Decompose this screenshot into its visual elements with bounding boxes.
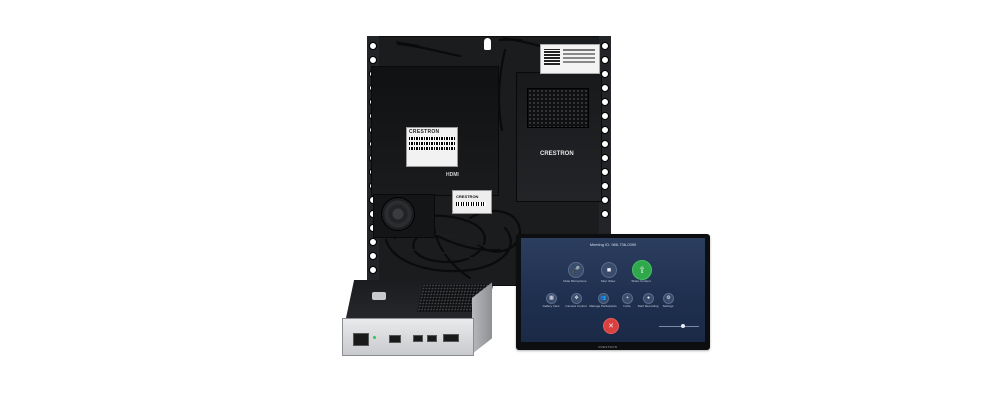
device-label-brand: CRESTRON [456, 194, 479, 199]
mount-hole [369, 42, 377, 50]
record-icon: ● [646, 295, 651, 301]
gear-icon: ⚙ [666, 295, 671, 301]
barcode [409, 142, 455, 145]
video-camera-icon: ■ [606, 266, 612, 274]
qr-code-icon [544, 49, 560, 65]
mount-hole [601, 210, 609, 218]
mount-hole [369, 252, 377, 260]
camera-caption: Camera Control [565, 304, 587, 308]
plate-right-rail [599, 36, 611, 286]
gallery-caption: Gallery View [542, 304, 560, 308]
mount-hole [369, 266, 377, 274]
av-bridge-front-panel [342, 318, 474, 356]
camera-move-icon: ✥ [574, 295, 579, 301]
barcode [456, 202, 486, 206]
pc-spec-label: CRESTRON [406, 127, 458, 167]
microphone-button[interactable]: 🎤 [568, 262, 584, 278]
invite-button[interactable]: + [622, 293, 633, 304]
share-caption: Share Content [631, 279, 651, 283]
volume-slider-knob[interactable] [681, 324, 685, 328]
grid-icon: ▦ [549, 295, 554, 301]
camera-control-button[interactable]: ✥ [571, 293, 582, 304]
mount-hole [601, 56, 609, 64]
usb-c-port[interactable] [413, 335, 423, 342]
brand-logo-icon [372, 292, 386, 300]
participants-button[interactable]: 👥 [598, 293, 609, 304]
usb-port[interactable] [389, 335, 401, 343]
record-caption: Start Recording [637, 304, 659, 308]
device-label: CRESTRON [452, 190, 492, 214]
record-button[interactable]: ● [643, 293, 654, 304]
meeting-id-text: Meeting ID: 986-736-0390 [589, 242, 637, 247]
label-text-lines [563, 49, 595, 51]
status-led [373, 336, 376, 339]
pc-label-brand: CRESTRON [409, 129, 440, 135]
microphone-caption: Mute Microphone [563, 279, 587, 283]
end-meeting-button[interactable]: ✕ [603, 318, 619, 334]
fan-icon [381, 197, 415, 231]
gallery-view-button[interactable]: ▦ [546, 293, 557, 304]
barcode [409, 137, 455, 140]
microphone-icon: 🎤 [571, 266, 581, 274]
keyhole [484, 38, 491, 50]
settings-button[interactable]: ⚙ [663, 293, 674, 304]
video-caption: Stop Video [600, 279, 616, 283]
participants-icon: 👥 [600, 295, 607, 301]
participants-caption: Manage Participants [589, 304, 617, 308]
plus-icon: + [626, 295, 629, 301]
hdmi-port[interactable] [443, 334, 459, 342]
mount-hole [601, 42, 609, 50]
touch-screen: Meeting ID: 986-736-0390 🎤 Mute Micropho… [521, 238, 705, 342]
speaker-grill [527, 88, 589, 128]
panel-brand-logo: CRESTRON [598, 345, 618, 349]
invite-caption: Invite [623, 304, 631, 308]
pc-port-label: HDMI [446, 172, 459, 178]
settings-caption: Settings [662, 304, 674, 308]
close-icon: ✕ [608, 322, 614, 330]
video-button[interactable]: ■ [601, 262, 617, 278]
barcode [409, 147, 455, 150]
volume-slider[interactable] [659, 326, 699, 327]
ethernet-port[interactable] [353, 333, 369, 346]
module-brand-logo: CRESTRON [540, 151, 574, 157]
mount-hole [369, 56, 377, 64]
share-icon: ⇪ [638, 264, 646, 275]
share-button[interactable]: ⇪ [632, 260, 652, 280]
qr-code-label [540, 44, 600, 74]
mount-hole [369, 238, 377, 246]
usb-c-port[interactable] [427, 335, 437, 342]
